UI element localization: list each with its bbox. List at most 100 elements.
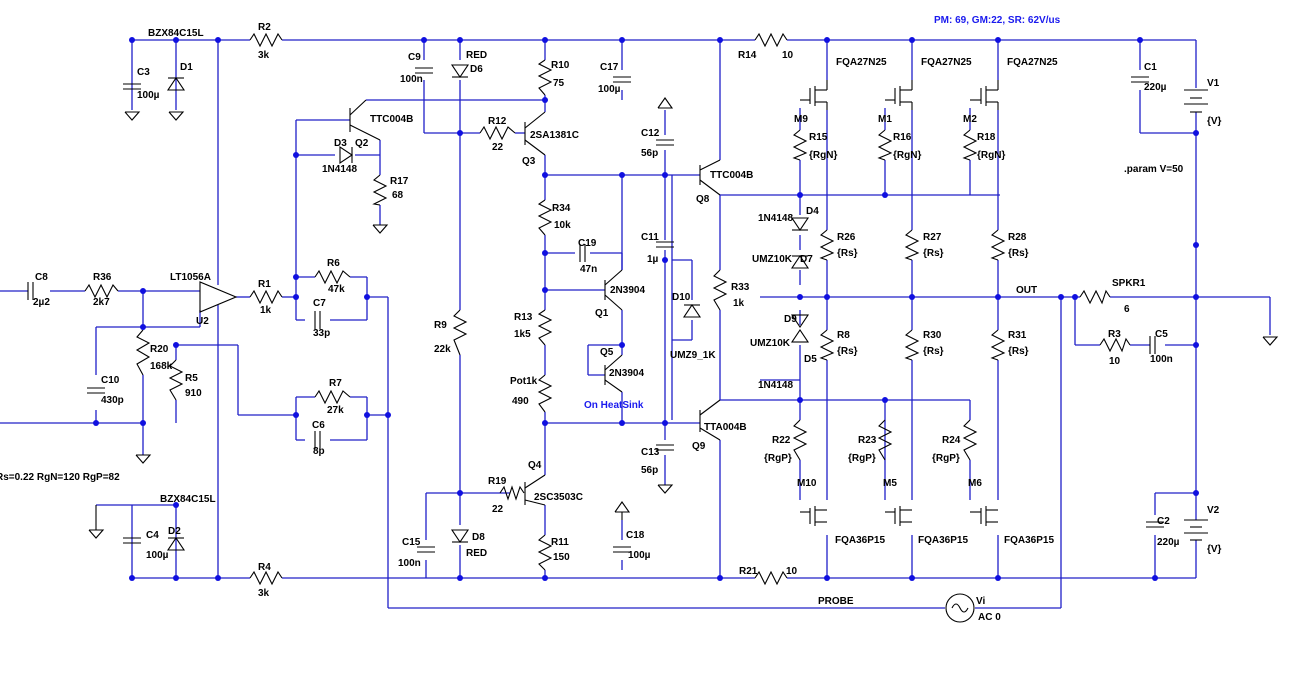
component-label: TTC004B (370, 114, 413, 125)
component-label: FQA27N25 (921, 57, 972, 68)
component-label: R36 (93, 272, 112, 283)
component-label: R31 (1008, 330, 1027, 341)
component-label: U2 (196, 316, 209, 327)
component-label: 27k (327, 405, 344, 416)
component-label: R22 (772, 435, 791, 446)
component-label: D2 (168, 526, 181, 537)
component-label: FQA36P15 (1004, 535, 1054, 546)
component-label: 56p (641, 465, 658, 476)
component-label: C13 (641, 447, 660, 458)
component-label: R13 (514, 312, 533, 323)
component-label: FQA27N25 (836, 57, 887, 68)
component-label: 100µ (598, 84, 621, 95)
component-label: V1 (1207, 78, 1220, 89)
component-label: Q2 (355, 138, 369, 149)
component-label: 100µ (137, 90, 160, 101)
component-label: FQA27N25 (1007, 57, 1058, 68)
component-label: 33p (313, 328, 330, 339)
component-label: M1 (878, 114, 892, 125)
component-label: 430p (101, 395, 124, 406)
component-label: C12 (641, 128, 660, 139)
component-label: R8 (837, 330, 850, 341)
component-label: R30 (923, 330, 942, 341)
probe-net-label: PROBE (818, 596, 854, 607)
component-label: UMZ10K (752, 254, 793, 265)
component-label: BZX84C15L (148, 28, 204, 39)
component-label: R16 (893, 132, 912, 143)
component-label: 22k (434, 344, 451, 355)
component-label: R26 (837, 232, 856, 243)
component-label: FQA36P15 (918, 535, 968, 546)
component-label: 22 (492, 504, 504, 515)
component-label: {RgP} (764, 453, 792, 464)
wires (0, 39, 1271, 609)
component-label: {Rs} (837, 248, 858, 259)
component-label: R34 (552, 203, 571, 214)
component-label: 75 (553, 78, 565, 89)
component-label: 6 (1124, 304, 1130, 315)
component-label: 3k (258, 50, 270, 61)
component-label: 1k5 (514, 329, 531, 340)
component-label: D1 (180, 62, 193, 73)
component-label: R10 (551, 60, 570, 71)
component-label: 220µ (1157, 537, 1180, 548)
component-label: D4 (806, 206, 819, 217)
component-label: D6 (470, 64, 483, 75)
component-label: R9 (434, 320, 447, 331)
component-label: 100n (1150, 354, 1173, 365)
component-label: R11 (551, 537, 569, 548)
component-label: 1N4148 (758, 213, 793, 224)
component-label: M10 (797, 478, 817, 489)
component-label: D7 (800, 254, 813, 265)
component-label: 2N3904 (610, 285, 645, 296)
component-label: R27 (923, 232, 942, 243)
component-label: UMZ10K (750, 338, 791, 349)
component-label: 56p (641, 148, 658, 159)
component-label: R14 (738, 50, 757, 61)
component-label: 2k7 (93, 297, 110, 308)
component-label: D8 (472, 532, 485, 543)
component-label: D9 (784, 314, 797, 325)
component-label: SPKR1 (1112, 278, 1146, 289)
component-label: 10 (1109, 356, 1121, 367)
component-label: C3 (137, 67, 150, 78)
component-label: 22 (492, 142, 504, 153)
component-label: M5 (883, 478, 897, 489)
component-label: C19 (578, 238, 597, 249)
component-label: R2 (258, 22, 271, 33)
component-label: R24 (942, 435, 961, 446)
component-label: 2µ2 (33, 297, 50, 308)
component-label: {V} (1207, 544, 1222, 555)
component-label: C2 (1157, 516, 1170, 527)
component-label: R23 (858, 435, 877, 446)
component-label: C4 (146, 530, 159, 541)
component-label: R33 (731, 282, 750, 293)
component-label: C5 (1155, 329, 1168, 340)
model-params-note: Rs=0.22 RgN=120 RgP=82 (0, 472, 120, 483)
component-label: D3 (334, 138, 347, 149)
component-label: Pot1k (510, 376, 538, 387)
component-label: {RgN} (893, 150, 921, 161)
component-label: C17 (600, 62, 619, 73)
component-label: R15 (809, 132, 828, 143)
component-label: M9 (794, 114, 808, 125)
component-label: RED (466, 548, 487, 559)
component-label: M2 (963, 114, 977, 125)
performance-note: PM: 69, GM:22, SR: 62V/us (934, 15, 1061, 26)
component-label: R3 (1108, 329, 1121, 340)
component-label: R5 (185, 373, 198, 384)
component-label: V2 (1207, 505, 1220, 516)
component-label: D5 (804, 354, 817, 365)
component-label: 1µ (647, 254, 659, 265)
param-directive: .param V=50 (1124, 164, 1184, 175)
component-label: {Rs} (837, 346, 858, 357)
component-label: 168k (150, 361, 173, 372)
component-label: 220µ (1144, 82, 1167, 93)
component-label: Vi (976, 596, 985, 607)
component-label: {Rs} (923, 248, 944, 259)
component-label: 1N4148 (322, 164, 357, 175)
component-label: BZX84C15L (160, 494, 216, 505)
component-label: 47k (328, 284, 345, 295)
component-label: {RgP} (848, 453, 876, 464)
component-label: R18 (977, 132, 996, 143)
